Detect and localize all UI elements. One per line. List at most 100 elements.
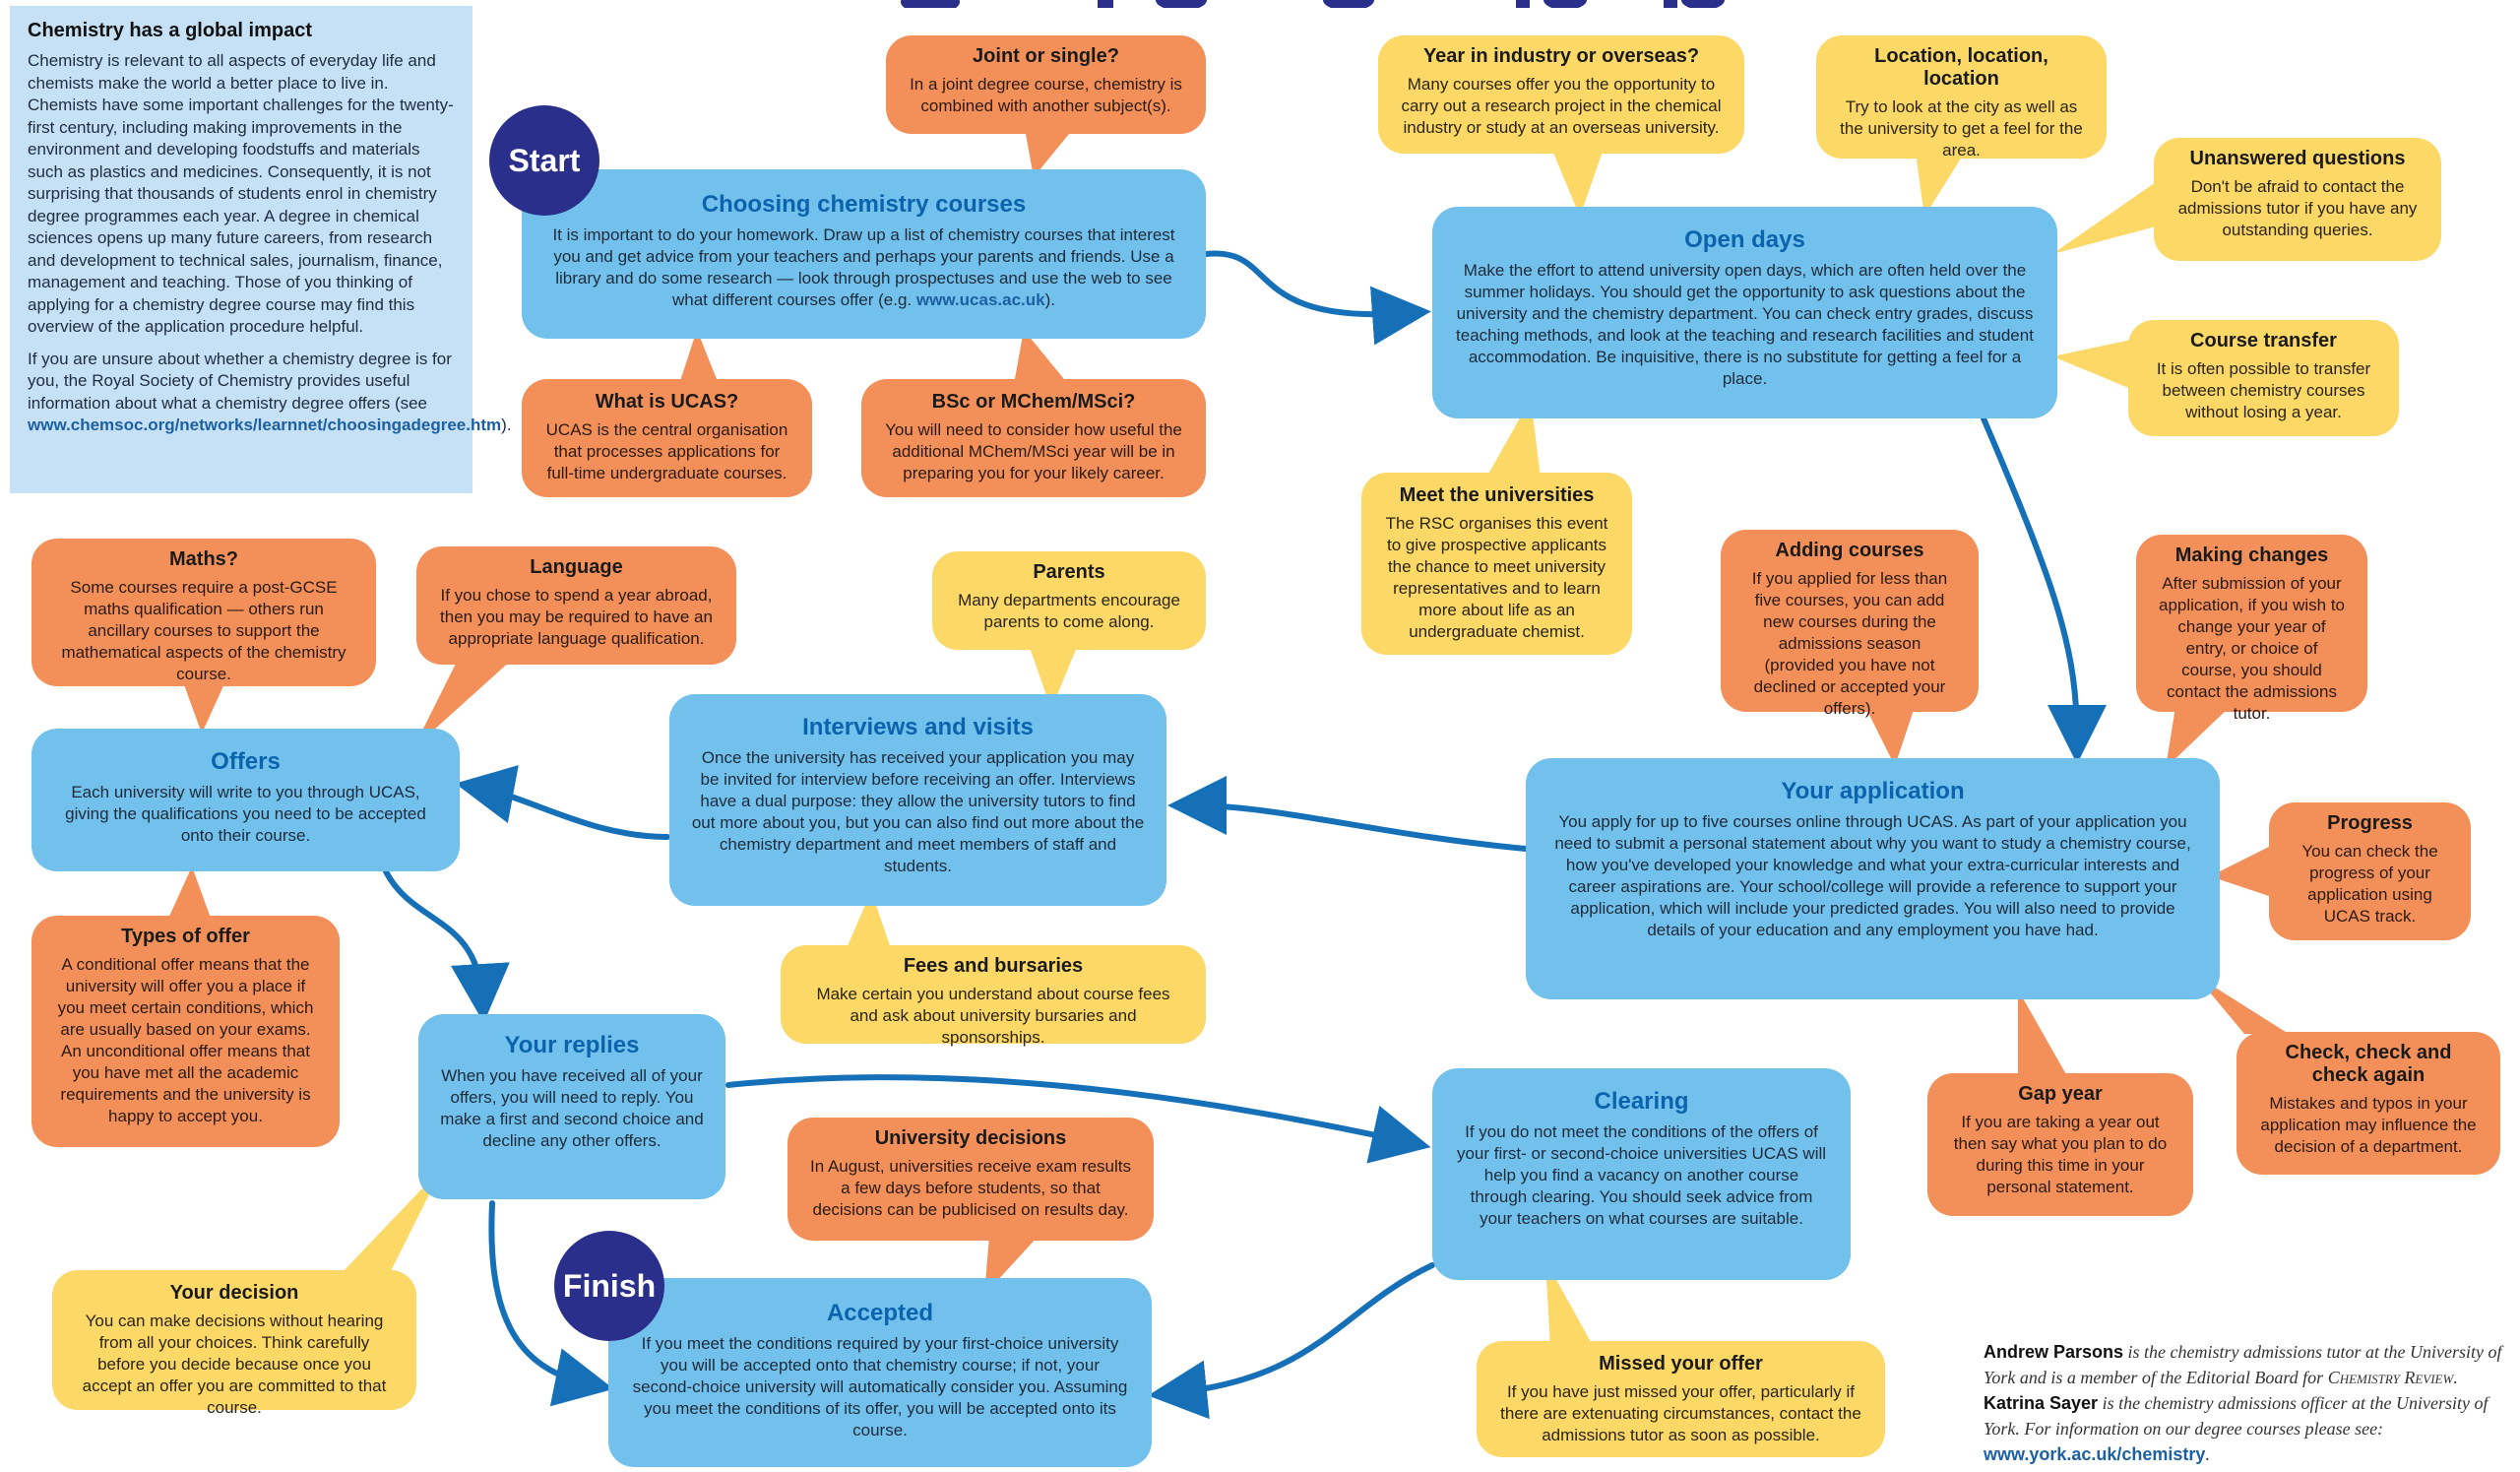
york-chemistry-link[interactable]: www.york.ac.uk/chemistry [1984,1444,2206,1464]
note-parents: Parents Many departments encourage paren… [932,551,1206,650]
ucas-link[interactable]: www.ucas.ac.uk [915,290,1045,309]
note-text: If you applied for less than five course… [1751,569,1948,718]
start-marker: Start [489,105,599,216]
credits-text-3: is the chemistry admissions officer at t… [1984,1393,2488,1439]
note-text: After submission of your application, if… [2159,574,2345,723]
note-title: Fees and bursaries [903,955,1084,977]
pointer-changes [2166,707,2230,768]
note-title: Joint or single? [973,45,1119,67]
step-text: When you have received all of your offer… [440,1066,704,1150]
pointer-maths [182,679,226,734]
step-text: It is important to do your homework. Dra… [543,224,1184,311]
note-text: In August, universities receive exam res… [810,1157,1131,1219]
pointer-bsc [1014,330,1068,384]
note-title: Language [530,556,623,578]
pointer-types [167,866,212,921]
intro-paragraph-2-end: ). [501,416,512,434]
note-title: Making changes [2174,544,2329,566]
note-text: Some courses require a post-GCSE maths q… [61,578,346,683]
note-maths: Maths? Some courses require a post-GCSE … [32,539,376,686]
arrow-clearing-to-accepted [1148,1262,1435,1420]
note-text: You will need to consider how useful the… [885,420,1182,482]
note-title: Course transfer [2190,330,2337,352]
step-text: Each university will write to you throug… [65,783,426,845]
note-joint-or-single: Joint or single? In a joint degree cours… [886,35,1206,134]
note-text: Mistakes and typos in your application m… [2260,1094,2477,1156]
author-credits: Andrew Parsons is the chemistry admissio… [1984,1339,2510,1467]
note-fees-and-bursaries: Fees and bursaries Make certain you unde… [781,945,1206,1047]
intro-paragraph-2-text: If you are unsure about whether a chemis… [28,349,452,413]
intro-paragraph-2: If you are unsure about whether a chemis… [28,349,512,437]
note-year-in-industry: Year in industry or overseas? Many cours… [1378,35,1744,154]
pointer-missed [1545,1260,1595,1349]
pointer-transfer [2052,340,2131,389]
note-text: A conditional offer means that the unive… [57,955,314,1125]
note-your-decision: Your decision You can make decisions wit… [52,1270,416,1417]
note-title: Your decision [169,1282,299,1304]
pointer-unanswered [2052,182,2156,254]
note-missed-your-offer: Missed your offer If you have just misse… [1477,1341,1885,1457]
note-location: Location, location, location Try to look… [1816,35,2107,160]
author-name-2: Katrina Sayer [1984,1393,2099,1413]
pointer-check [2195,975,2289,1034]
note-text: It is often possible to transfer between… [2156,359,2371,421]
pointer-language [413,660,512,748]
note-title: Check, check and check again [2285,1042,2452,1086]
pointer-parents [1029,645,1078,709]
step-title: Interviews and visits [802,714,1034,740]
credits-text-1: is the chemistry admissions tutor at the… [1984,1342,2502,1387]
note-title: Unanswered questions [2189,148,2406,169]
note-progress: Progress You can check the progress of y… [2269,802,2471,940]
note-title: University decisions [874,1127,1067,1149]
note-course-transfer: Course transfer It is often possible to … [2128,320,2399,436]
note-meet-the-universities: Meet the universities The RSC organises … [1361,473,1632,655]
pointer-decision [340,1167,443,1275]
note-text: You can check the progress of your appli… [2301,842,2438,926]
note-check-again: Check, check and check again Mistakes an… [2236,1032,2500,1175]
step-accepted: Accepted If you meet the conditions requ… [608,1278,1152,1467]
step-title: Clearing [1594,1088,1689,1115]
arrow-replies-to-clearing [725,1074,1431,1164]
step-open-days: Open days Make the effort to attend univ… [1432,207,2057,418]
pointer-fees [847,891,891,948]
author-name-1: Andrew Parsons [1984,1342,2124,1362]
cropped-heading-fragment [901,0,1725,8]
pointer-progress [2210,847,2269,896]
pointer-adding [1865,707,1915,766]
chemsoc-link[interactable]: www.chemsoc.org/networks/learnnet/choosi… [28,416,502,434]
step-text: If you do not meet the conditions of the… [1456,1122,1827,1228]
step-title: Choosing chemistry courses [701,191,1027,218]
note-title: Maths? [169,548,238,570]
note-title: Year in industry or overseas? [1422,45,1700,67]
note-types-of-offer: Types of offer A conditional offer means… [32,916,340,1147]
note-text: Many courses offer you the opportunity t… [1401,75,1722,137]
note-title: Gap year [2018,1083,2103,1105]
arrow-offers-to-replies [383,868,510,1023]
step-text-body: It is important to do your homework. Dra… [552,225,1175,309]
note-text: Try to look at the city as well as the u… [1840,97,2083,160]
step-offers: Offers Each university will write to you… [32,729,460,871]
note-university-decisions: University decisions In August, universi… [788,1118,1154,1241]
note-text: In a joint degree course, chemistry is c… [910,75,1182,115]
step-title: Offers [211,748,281,775]
arrow-interviews-to-offers [455,765,670,840]
step-text: You apply for up to five courses online … [1554,812,2191,939]
finish-marker: Finish [554,1231,664,1341]
arrow-application-to-interviews [1167,776,1529,852]
step-your-replies: Your replies When you have received all … [418,1014,725,1199]
pointer-joint [1024,123,1078,177]
note-title: Progress [2327,812,2413,834]
note-title: Location, location, location [1874,45,2048,90]
step-title: Accepted [826,1300,934,1326]
note-gap-year: Gap year If you are taking a year out th… [1927,1073,2193,1216]
arrow-choosing-to-open-days [1203,250,1431,346]
note-title: Parents [1033,561,1105,583]
credits-text-2: . [2453,1368,2458,1387]
intro-panel: Chemistry has a global impact Chemistry … [10,6,512,493]
note-title: Meet the universities [1399,484,1595,506]
note-adding-courses: Adding courses If you applied for less t… [1721,530,1979,718]
note-what-is-ucas: What is UCAS? UCAS is the central organi… [522,379,812,497]
intro-paragraph: Chemistry is relevant to all aspects of … [28,51,454,336]
pointer-industry [1550,146,1605,217]
